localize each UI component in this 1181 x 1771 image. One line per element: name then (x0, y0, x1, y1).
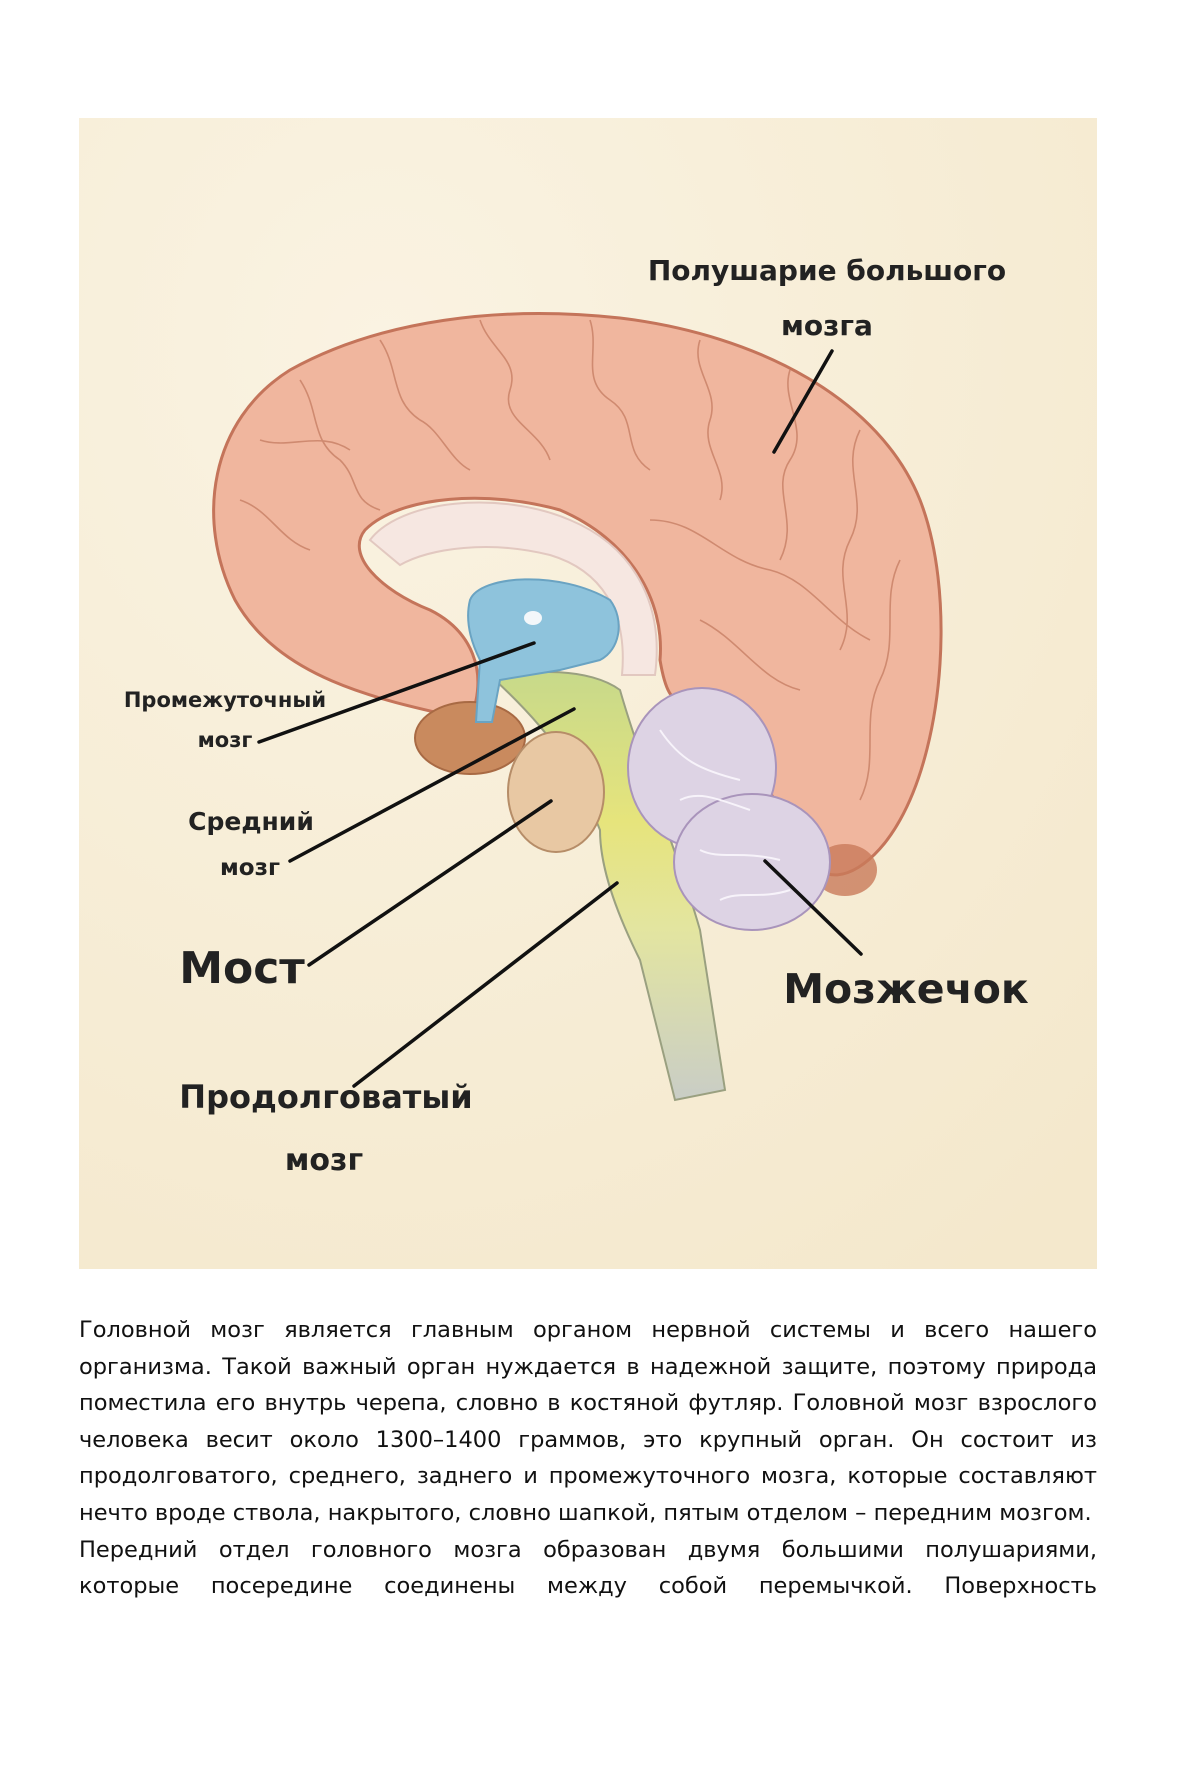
paragraph-1: Головной мозг является главным органом н… (79, 1317, 1097, 1526)
leader-medulla (352, 881, 619, 1088)
pons (507, 731, 605, 853)
label-midbrain-2: мозг (220, 855, 280, 881)
label-diencephalon-2: мозг (198, 728, 253, 752)
label-medulla-2: мозг (285, 1143, 363, 1178)
label-cerebrum-2: мозга (781, 309, 873, 342)
leader-lines (257, 349, 863, 1088)
label-cerebrum-1: Полушарие большого (648, 254, 1006, 287)
label-cerebellum: Мозжечок (783, 965, 1029, 1013)
label-midbrain-1: Средний (188, 807, 314, 836)
label-medulla-1: Продолговатый (179, 1078, 472, 1116)
cerebellum-lower (673, 793, 831, 931)
label-pons: Мост (179, 943, 305, 994)
leader-midbrain (288, 707, 576, 863)
body-text: Головной мозг является главным органом н… (79, 1312, 1097, 1605)
leader-cerebrum (772, 349, 834, 454)
cerebrum-sulci (239, 319, 901, 801)
leader-diencephalon (257, 641, 536, 744)
paragraph-2: Передний отдел головного мозга образован… (79, 1536, 1097, 1600)
diencephalon (467, 578, 620, 723)
leader-cerebellum (763, 859, 863, 956)
corpus-callosum (368, 501, 658, 676)
leader-pons (307, 799, 553, 967)
hypothalamus (414, 701, 526, 775)
label-diencephalon-1: Промежуточный (124, 688, 326, 712)
brain-illustration: Полушарие большого мозга Промежуточный м… (79, 118, 1097, 1269)
